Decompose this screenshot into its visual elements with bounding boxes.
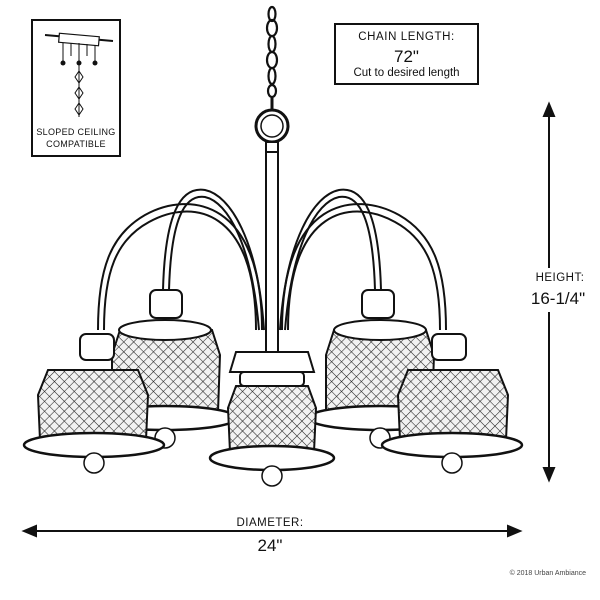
diameter-arrow <box>21 524 523 538</box>
sloped-ceiling-label: SLOPED CEILING COMPATIBLE <box>33 126 119 150</box>
chain <box>265 5 279 99</box>
height-label: HEIGHT: <box>535 272 585 284</box>
chain-length-box: CHAIN LENGTH: 72" Cut to desired length <box>334 23 479 85</box>
diameter-value: 24" <box>257 536 283 555</box>
height-value: 16-1/4" <box>530 289 586 308</box>
sloped-ceiling-icon <box>44 32 114 117</box>
copyright-text: © 2018 Urban Ambiance <box>509 570 586 577</box>
sloped-ceiling-label-line1: SLOPED CEILING <box>36 127 116 137</box>
chain-length-value: 72" <box>394 47 419 66</box>
sloped-ceiling-inset: SLOPED CEILING COMPATIBLE <box>31 19 121 157</box>
shade-outer-left <box>22 333 166 474</box>
shade-outer-right <box>380 333 524 474</box>
sloped-ceiling-label-line2: COMPATIBLE <box>46 139 106 149</box>
chain-length-note: Cut to desired length <box>353 67 460 79</box>
height-arrow <box>542 101 556 483</box>
center-body <box>228 351 316 387</box>
loop-ring <box>254 98 290 153</box>
shade-front <box>208 385 336 487</box>
center-stem <box>265 152 279 352</box>
chain-length-title: CHAIN LENGTH: <box>358 31 455 43</box>
arms <box>97 188 447 331</box>
diameter-label: DIAMETER: <box>236 517 304 529</box>
